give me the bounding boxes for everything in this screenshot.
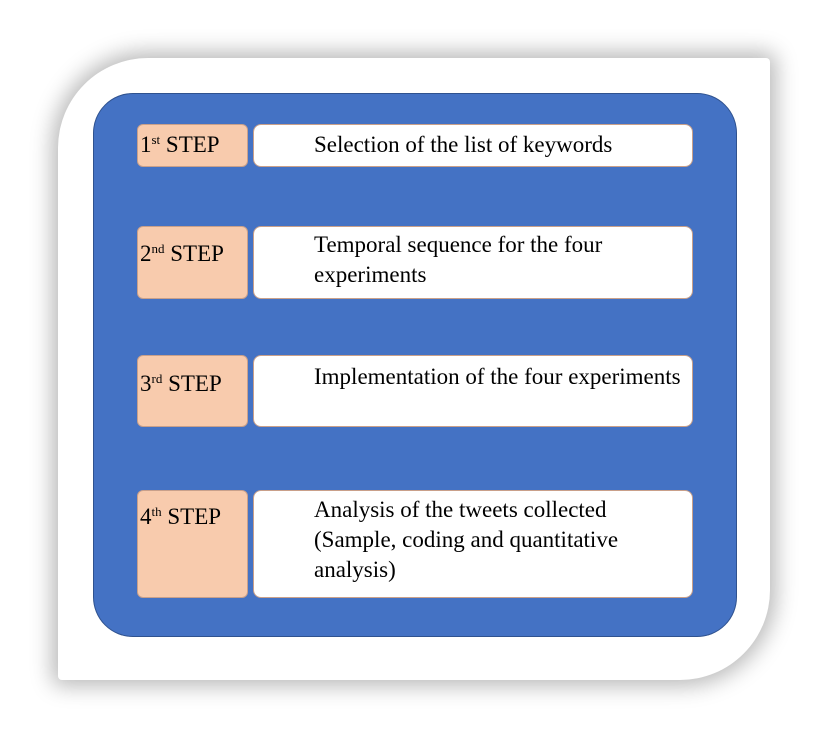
step-2-label: 2nd STEP [137,226,248,299]
step-2-suffix: nd [151,241,165,256]
step-3-number: 3 [140,371,152,396]
step-3-word: STEP [168,371,222,396]
step-1-label: 1st STEP [137,124,248,167]
step-1-suffix: st [151,132,161,147]
step-3-description: Implementation of the four experiments [253,355,693,427]
step-2-text: Temporal sequence for the four experimen… [314,232,603,287]
step-2-description: Temporal sequence for the four experimen… [253,226,693,299]
step-4-number: 4 [140,504,152,529]
step-4-word: STEP [167,504,222,529]
step-2-word: STEP [170,241,224,266]
step-1-description: Selection of the list of keywords [253,124,693,167]
step-4-label: 4th STEP [137,490,248,598]
step-2-number: 2 [140,241,152,266]
step-3-label: 3rd STEP [137,355,248,427]
step-4-description: Analysis of the tweets collected (Sample… [253,490,693,598]
step-4-text: Analysis of the tweets collected (Sample… [314,497,619,582]
step-1-text: Selection of the list of keywords [314,132,613,157]
step-1-number: 1 [140,132,152,157]
step-4-suffix: th [151,504,162,519]
step-3-suffix: rd [151,371,163,386]
step-1-word: STEP [165,132,220,157]
step-3-text: Implementation of the four experiments [314,364,681,389]
